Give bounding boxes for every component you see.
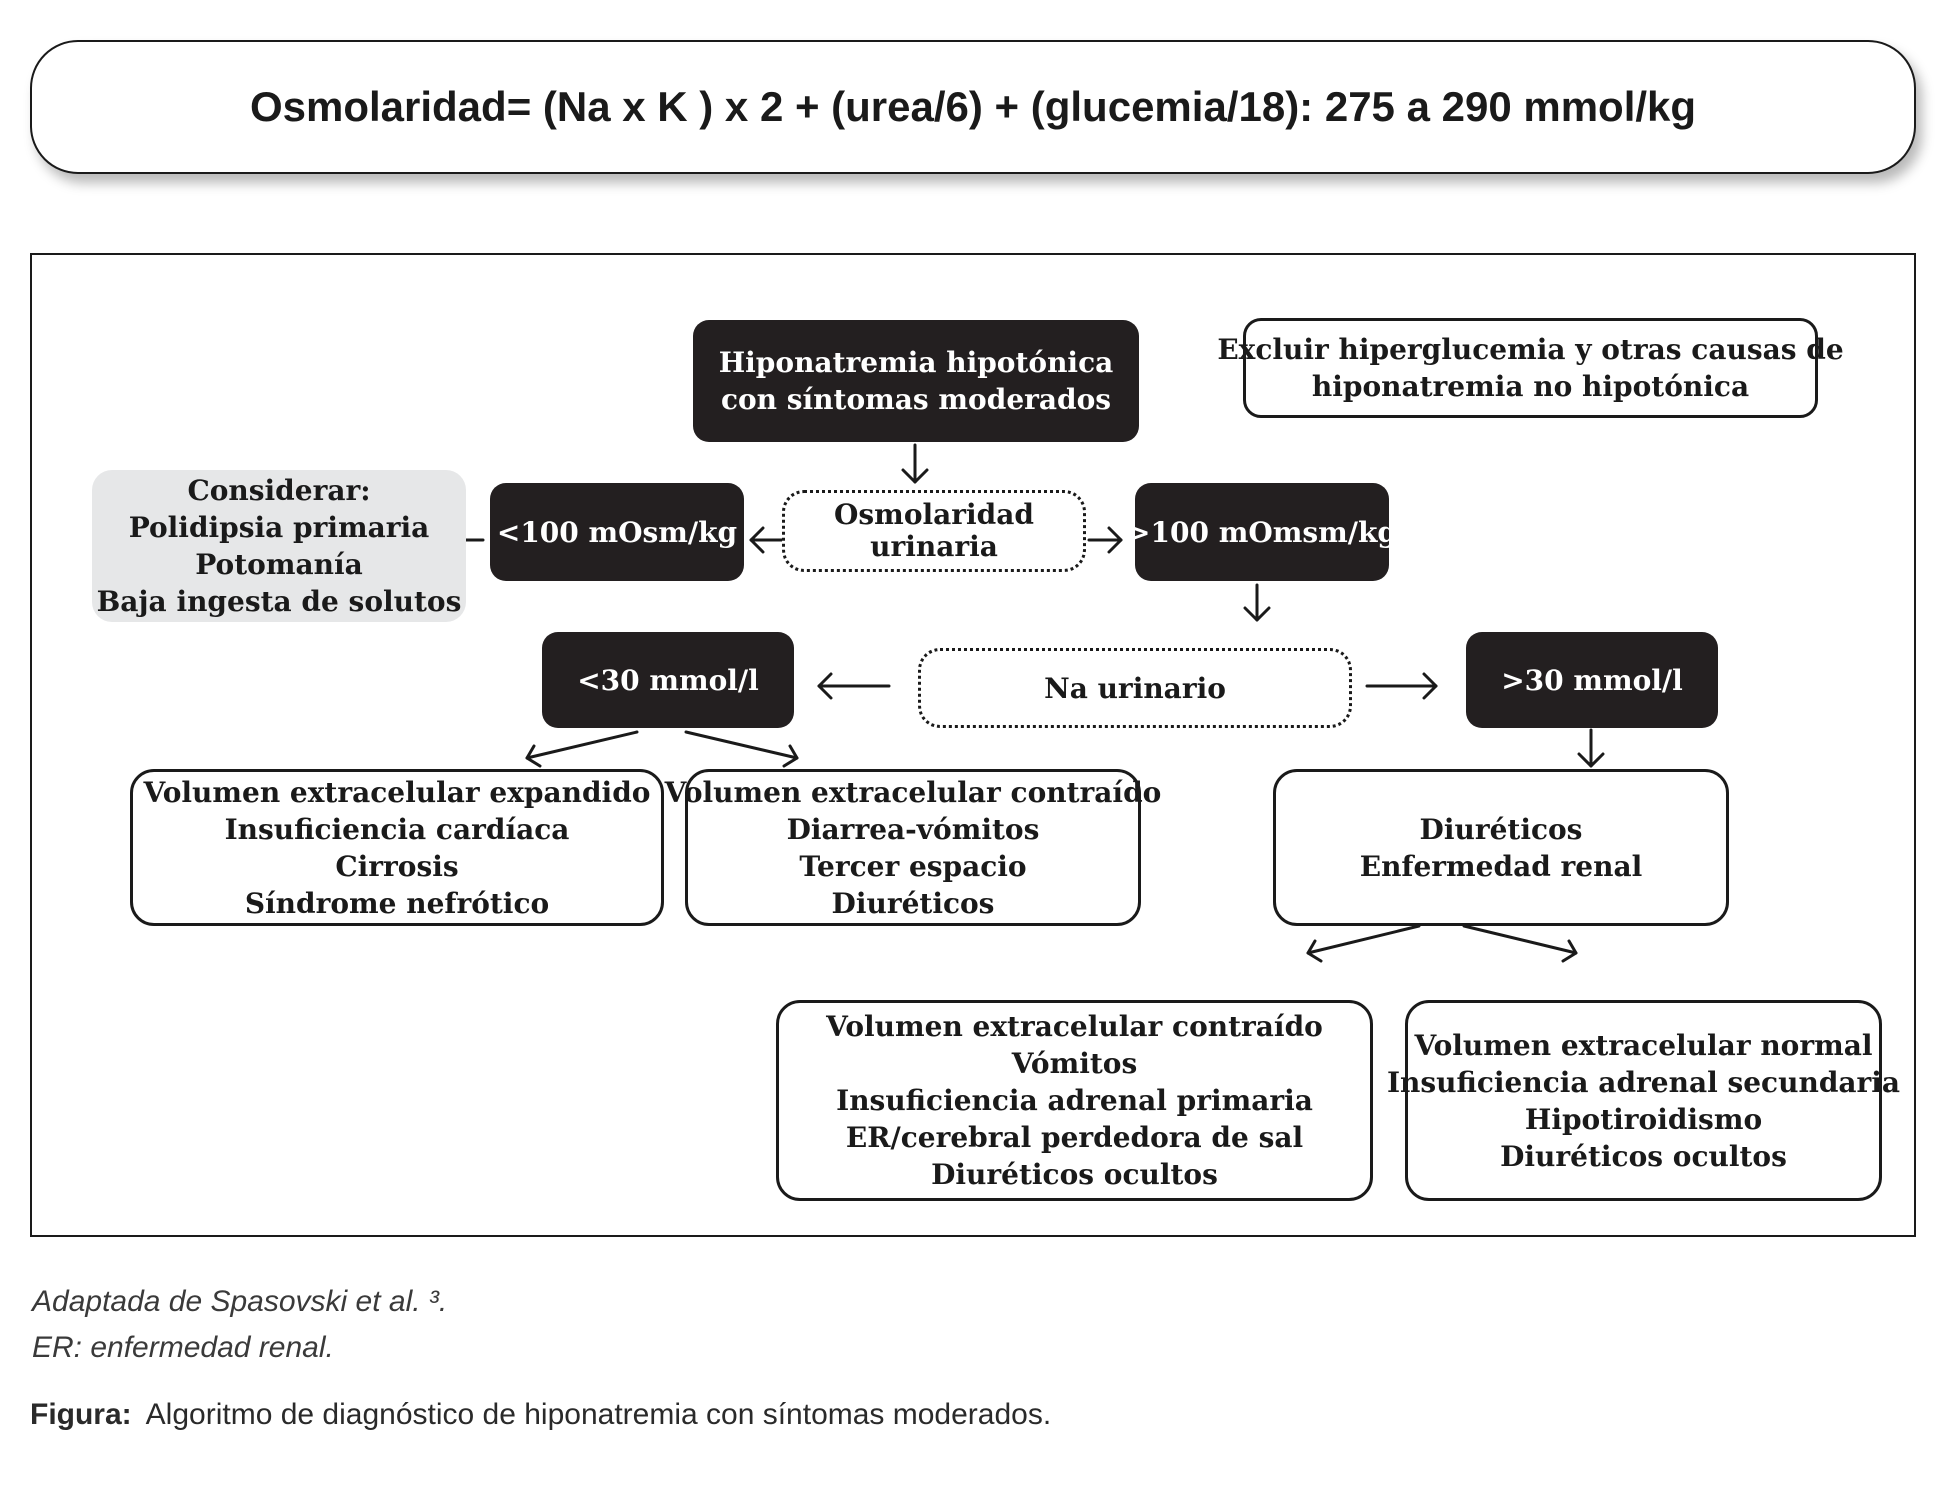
arrow-high-to-na xyxy=(1243,583,1271,622)
caption-text: Algoritmo de diagnóstico de hiponatremia… xyxy=(145,1398,1052,1431)
na-low-node: <30 mmol/l xyxy=(542,632,794,728)
arrow-renal-to-contraido2 xyxy=(1306,924,1421,963)
vec-normal-line: Diuréticos ocultos xyxy=(1500,1139,1787,1173)
abbreviation-footnote: ER: enfermedad renal. xyxy=(32,1331,334,1364)
osm-low-node: <100 mOsm/kg xyxy=(490,483,744,581)
vec-contraido-line: Diuréticos xyxy=(831,886,995,920)
start-node-line: Hiponatremia hipotónica xyxy=(718,346,1114,379)
vec-normal-line: Hipotiroidismo xyxy=(1524,1102,1763,1136)
consider-line: Considerar: xyxy=(187,474,371,507)
arrow-na-to-low xyxy=(817,672,891,700)
osmolarity-formula: Osmolaridad= (Na x K ) x 2 + (urea/6) + … xyxy=(249,83,1697,130)
vec-contraido-2-line: Vómitos xyxy=(1011,1047,1138,1080)
formula-banner: Osmolaridad= (Na x K ) x 2 + (urea/6) + … xyxy=(30,40,1916,174)
osm-urinaria-line: urinaria xyxy=(870,530,998,563)
consider-line: Baja ingesta de solutos xyxy=(96,585,462,618)
osm-urinaria-line: Osmolaridad xyxy=(834,498,1034,531)
vec-contraido-2-line: Volumen extracelular contraído xyxy=(826,1010,1323,1043)
diureticos-renal-line: Diuréticos xyxy=(1419,812,1583,846)
vec-contraido-box: Volumen extracelular contraído Diarrea-v… xyxy=(665,769,1161,926)
exclude-note-line: Excluir hiperglucemia y otras causas de xyxy=(1217,333,1844,366)
osm-urinaria-node: Osmolaridad urinaria xyxy=(782,490,1086,572)
vec-contraido-2-line: ER/cerebral perdedora de sal xyxy=(845,1121,1304,1154)
na-high-node: >30 mmol/l xyxy=(1466,632,1718,728)
arrow-nalow-to-expandido xyxy=(525,730,639,768)
start-node: Hiponatremia hipotónica con síntomas mod… xyxy=(693,320,1139,442)
vec-contraido-line: Volumen extracelular contraído xyxy=(664,775,1162,809)
vec-normal-line: Insuficiencia adrenal secundaria xyxy=(1386,1065,1901,1099)
na-urinario-node: Na urinario xyxy=(918,648,1352,728)
arrow-nahigh-to-renal xyxy=(1577,728,1605,768)
vec-contraido-2-box: Volumen extracelular contraído Vómitos I… xyxy=(776,1000,1373,1201)
na-low-label: <30 mmol/l xyxy=(577,663,759,697)
na-high-label: >30 mmol/l xyxy=(1501,663,1683,697)
exclude-note: Excluir hiperglucemia y otras causas de … xyxy=(1217,318,1844,418)
vec-expandido-box: Volumen extracelular expandido Insuficie… xyxy=(130,769,664,926)
start-node-line: con síntomas moderados xyxy=(720,383,1112,416)
osm-high-label: >100 mOmsm/kg xyxy=(1127,515,1397,549)
vec-contraido-line: Diarrea-vómitos xyxy=(786,812,1040,846)
arrow-start-to-osm xyxy=(901,443,929,484)
diureticos-renal-line: Enfermedad renal xyxy=(1359,849,1643,883)
diureticos-renal-box: Diuréticos Enfermedad renal xyxy=(1273,769,1729,926)
arrow-nalow-to-contraido xyxy=(684,730,799,768)
arrow-renal-to-normal xyxy=(1462,924,1578,963)
vec-contraido-2-line: Insuficiencia adrenal primaria xyxy=(836,1084,1313,1117)
vec-expandido-line: Volumen extracelular expandido xyxy=(143,775,651,809)
arrow-osm-to-low xyxy=(749,526,786,554)
vec-expandido-line: Cirrosis xyxy=(335,849,459,883)
vec-contraido-2-line: Diuréticos ocultos xyxy=(931,1158,1218,1191)
osm-low-label: <100 mOsm/kg xyxy=(496,515,738,549)
vec-normal-line: Volumen extracelular normal xyxy=(1414,1028,1873,1062)
source-footnote: Adaptada de Spasovski et al. ³. xyxy=(32,1285,448,1318)
vec-contraido-line: Tercer espacio xyxy=(799,849,1027,883)
caption-label: Figura: xyxy=(30,1398,132,1431)
na-urinario-label: Na urinario xyxy=(1044,671,1226,705)
osm-high-node: >100 mOmsm/kg xyxy=(1127,483,1397,581)
figure-caption: Figura: Algoritmo de diagnóstico de hipon… xyxy=(30,1398,1051,1432)
consider-box: Considerar: Polidipsia primaria Potomaní… xyxy=(92,470,466,622)
consider-line: Polidipsia primaria xyxy=(128,511,430,544)
exclude-note-line: hiponatremia no hipotónica xyxy=(1311,370,1750,403)
arrow-osm-to-high xyxy=(1087,526,1123,554)
vec-expandido-line: Insuficiencia cardíaca xyxy=(224,812,570,846)
vec-normal-box: Volumen extracelular normal Insuficienci… xyxy=(1387,1000,1900,1201)
arrow-na-to-high xyxy=(1365,672,1438,700)
vec-expandido-line: Síndrome nefrótico xyxy=(244,886,550,920)
consider-line: Potomanía xyxy=(195,548,363,581)
